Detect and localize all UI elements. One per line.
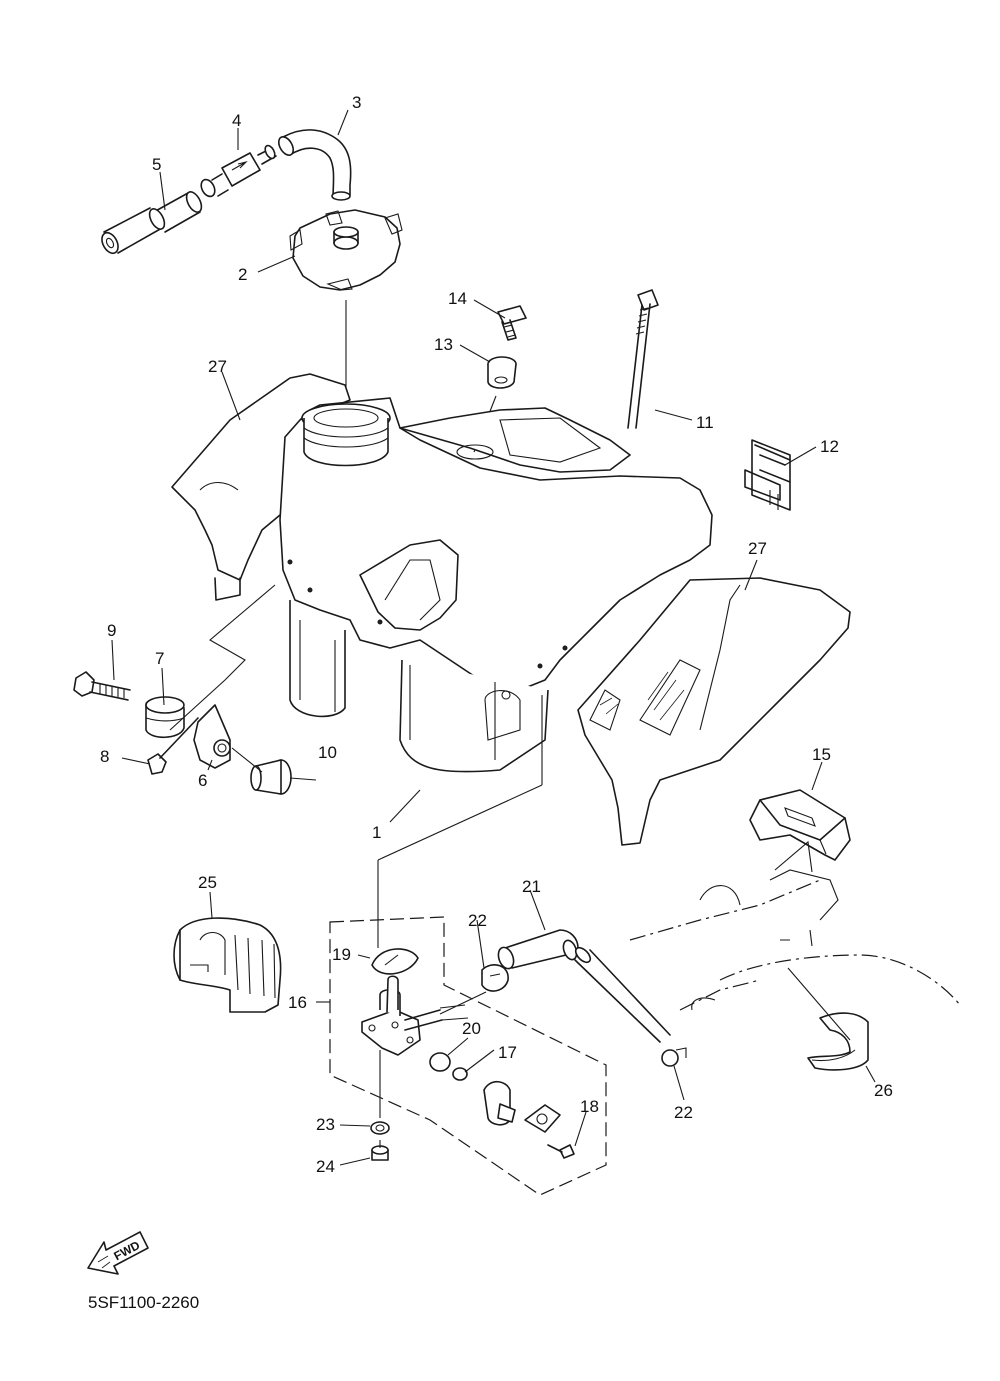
part-7-grommet [145, 696, 185, 739]
callout-22-lower: 22 [674, 1103, 693, 1122]
part-27-right-shroud [577, 577, 851, 846]
callout-27-left: 27 [208, 357, 227, 376]
part-13-damper [487, 356, 517, 389]
part-plate [524, 1104, 561, 1133]
part-19-filter [371, 948, 419, 975]
part-15-clamp [749, 789, 851, 861]
part-12-clip [744, 439, 791, 511]
callout-26: 26 [874, 1081, 893, 1100]
callout-24: 24 [316, 1157, 335, 1176]
part-17-cap [452, 1067, 468, 1081]
part-14-screw [497, 305, 527, 341]
part-23-washer [370, 1121, 390, 1135]
part-22-clip-lower [661, 1047, 687, 1067]
part-10-collar [250, 759, 292, 795]
callout-10: 10 [318, 743, 337, 762]
callout-15: 15 [812, 745, 831, 764]
callout-12: 12 [820, 437, 839, 456]
callout-7: 7 [155, 649, 164, 668]
callout-20: 20 [462, 1019, 481, 1038]
part-20-oring [429, 1052, 451, 1072]
callout-5: 5 [152, 155, 161, 174]
part-21-fuel-hose [497, 929, 671, 1043]
callout-17: 17 [498, 1043, 517, 1062]
callout-6: 6 [198, 771, 207, 790]
part-1-fuel-tank [279, 397, 713, 773]
callout-27-right: 27 [748, 539, 767, 558]
callout-3: 3 [352, 93, 361, 112]
callout-4: 4 [232, 111, 241, 130]
part-26-clamp [807, 1012, 869, 1071]
part-16-fuel-cock [361, 975, 469, 1056]
callout-11: 11 [696, 413, 714, 432]
callout-19: 19 [332, 945, 351, 964]
part-5-hose [101, 191, 203, 255]
diagram-code: 5SF1100-2260 [88, 1293, 199, 1312]
fwd-arrow-icon: FWD [87, 1231, 149, 1275]
part-22-clip-upper [481, 964, 509, 992]
callout-16: 16 [288, 993, 307, 1012]
part-3-breather-hose [277, 129, 352, 201]
callout-21: 21 [522, 877, 541, 896]
callout-22-upper: 22 [468, 911, 487, 930]
part-18-screw [547, 1144, 575, 1159]
callout-13: 13 [434, 335, 453, 354]
part-24-bolt [371, 1140, 389, 1161]
callout-25: 25 [198, 873, 217, 892]
callout-9: 9 [107, 621, 116, 640]
callout-14: 14 [448, 289, 467, 308]
part-6-bracket [193, 704, 231, 769]
callout-8: 8 [100, 747, 109, 766]
callout-18: 18 [580, 1097, 599, 1116]
callout-leaders [111, 109, 876, 1166]
callout-1: 1 [372, 823, 381, 842]
part-9-bolt [73, 671, 131, 701]
callout-numbers: 1 2 3 4 5 6 7 8 9 10 11 12 13 14 15 16 1… [100, 93, 893, 1176]
part-11-bolt [627, 289, 659, 429]
callout-23: 23 [316, 1115, 335, 1134]
part-4-check-valve [200, 144, 277, 198]
callout-2: 2 [238, 265, 247, 284]
frame-reference-lines [629, 840, 961, 1011]
part-8-bolt [147, 717, 199, 775]
part-25-protector [173, 917, 282, 1013]
part-2-tank-cap [289, 209, 403, 291]
part-16-fuel-cock-group [316, 916, 607, 1196]
part-lever [483, 1080, 516, 1126]
